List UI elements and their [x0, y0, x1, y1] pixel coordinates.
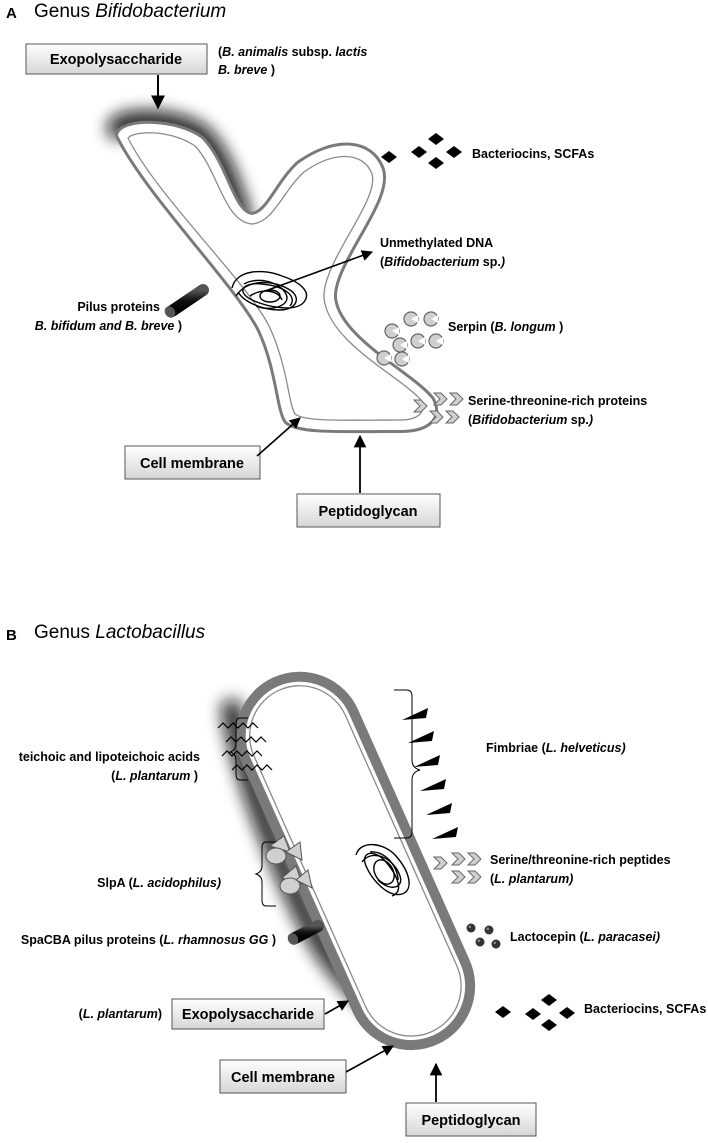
dna-species-a: (Bifidobacterium sp.) [380, 255, 505, 269]
peptidoglycan-label-b: Peptidoglycan [421, 1113, 520, 1129]
cell-membrane-label-b: Cell membrane [231, 1070, 335, 1086]
cell-membrane-box-a: Cell membrane [124, 445, 261, 480]
bifidobacterium-cell-membrane [127, 132, 424, 421]
exopolysaccharide-box-b: Exopolysaccharide [171, 998, 325, 1030]
exopolysaccharide-label-a: Exopolysaccharide [50, 52, 182, 68]
lactocepin-dots [466, 923, 501, 949]
panel-a-letter: A [6, 5, 17, 22]
cell-membrane-label-a: Cell membrane [140, 456, 244, 472]
bacteriocins-label-b: Bacteriocins, SCFAs [584, 1002, 706, 1016]
bacteriocin-diamonds-b [495, 994, 575, 1031]
slpa-label: SlpA (L. acidophilus) [97, 876, 221, 890]
slpa-brace [254, 841, 276, 907]
dna-label-a: Unmethylated DNA [380, 236, 493, 250]
teichoic-species: (L. plantarum ) [111, 769, 198, 783]
panel-b-letter: B [6, 627, 17, 644]
fimbriae-label: Fimbriae (L. helveticus) [486, 741, 626, 755]
spacba-pilus [287, 920, 324, 945]
bacteriocin-diamonds-a [381, 133, 462, 169]
panel-b: B Genus Lactobacillus [6, 622, 706, 1137]
pilus-protein-a [164, 284, 209, 318]
bacteriocins-label-a: Bacteriocins, SCFAs [472, 147, 594, 161]
pilus-species-a: B. bifidum and B. breve ) [35, 319, 182, 333]
exopolysaccharide-species-a2: B. breve ) [218, 63, 275, 77]
dna-tangle-b [355, 843, 410, 897]
dna-arrow-a [267, 250, 374, 291]
serine-label-a: Serine-threonine-rich proteins [468, 394, 647, 408]
panel-a-title: Genus Bifidobacterium [34, 1, 226, 22]
teichoic-label: teichoic and lipoteichoic acids [19, 750, 200, 764]
lactocepin-label: Lactocepin (L. paracasei) [510, 930, 660, 944]
peptidoglycan-label-a: Peptidoglycan [318, 504, 417, 520]
serine-label-b: Serine/threonine-rich peptides [490, 853, 671, 867]
fimbriae-spikes [402, 708, 458, 839]
exopolysaccharide-label-b: Exopolysaccharide [182, 1007, 314, 1023]
teichoic-brace [228, 717, 248, 781]
exopolysaccharide-species-a: (B. animalis subsp. lactis [218, 45, 367, 59]
serine-threonine-chevrons-b [433, 852, 482, 884]
pilus-label-a: Pilus proteins [77, 300, 160, 314]
fimbriae-brace [394, 689, 421, 839]
serpin-label-a: Serpin (B. longum ) [448, 320, 563, 334]
cell-membrane-box-b: Cell membrane [219, 1059, 347, 1094]
spacba-label: SpaCBA pilus proteins (L. rhamnosus GG ) [21, 933, 276, 947]
cell-membrane-arrow-b [345, 1045, 394, 1073]
exopolysaccharide-box-a: Exopolysaccharide [25, 43, 208, 75]
peptidoglycan-box-a: Peptidoglycan [296, 493, 441, 528]
serine-species-b: (L. plantarum) [490, 872, 573, 886]
serine-species-a: (Bifidobacterium sp.) [468, 413, 593, 427]
exopolysaccharide-species-b: (L. plantarum) [79, 1007, 162, 1021]
peptidoglycan-box-b: Peptidoglycan [405, 1102, 537, 1137]
panel-b-title: Genus Lactobacillus [34, 622, 206, 643]
cell-membrane-arrow-a [256, 417, 301, 457]
exopolysaccharide-arrow-b [324, 1000, 349, 1015]
serpin-molecules-a [376, 311, 444, 367]
slpa-molecules [265, 835, 313, 895]
panel-a: A Genus Bifidobacterium [6, 1, 647, 528]
